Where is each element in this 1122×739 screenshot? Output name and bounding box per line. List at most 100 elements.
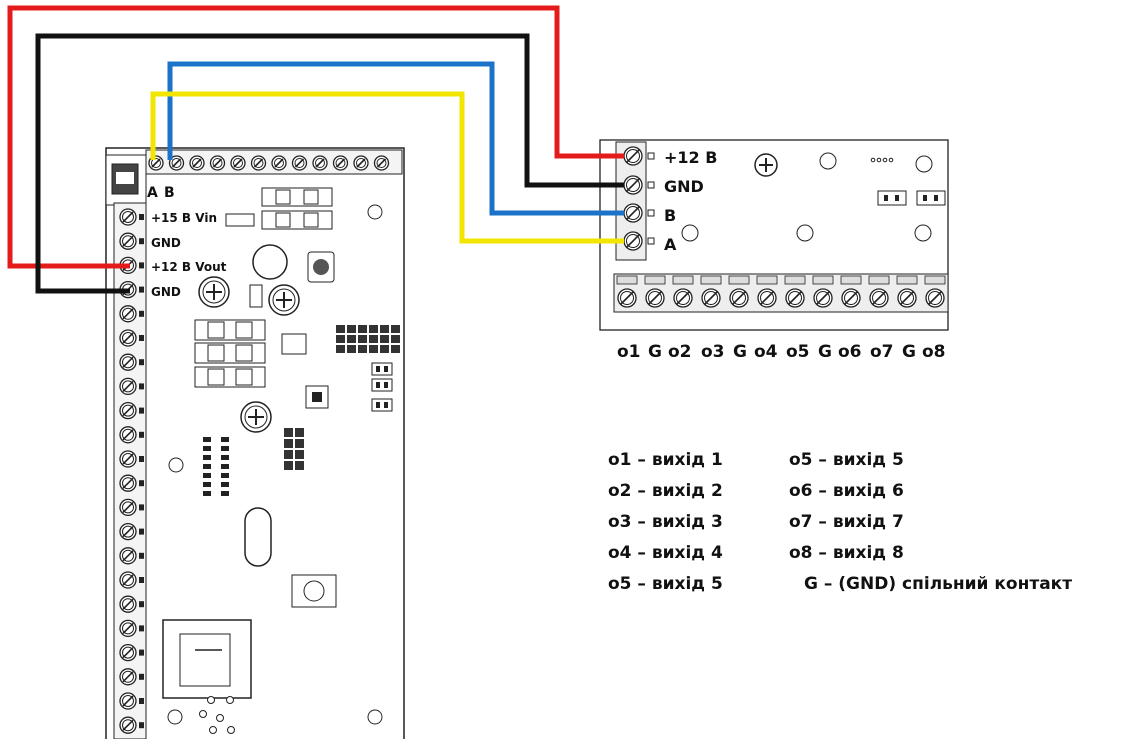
mounting-hole [367, 204, 383, 220]
jumper [371, 398, 393, 412]
top-terminal-screw [230, 155, 246, 171]
smd-component [203, 455, 211, 460]
header-pin [284, 461, 293, 470]
left-terminal-screw [119, 692, 137, 710]
left-terminal-screw [119, 426, 137, 444]
top-terminal-screw [353, 155, 369, 171]
output-label-g1: G [648, 342, 662, 362]
header-pin [369, 325, 378, 333]
output-terminal-screw [757, 288, 777, 308]
left-terminal-screw [119, 474, 137, 492]
fuse-body [207, 344, 225, 362]
jumper-pin [376, 382, 380, 388]
output-label-o4: o4 [754, 342, 778, 362]
header-pin [336, 335, 345, 343]
jumper [371, 378, 393, 392]
header-pin [295, 439, 304, 448]
fuse-holder [194, 366, 266, 388]
header-pin [391, 335, 400, 343]
mounting-hole [367, 709, 383, 725]
jumper-pin [384, 382, 388, 388]
terminal-pin-marker [139, 383, 144, 390]
left-terminal-screw [119, 668, 137, 686]
header-pin [347, 335, 356, 343]
header-pin [347, 345, 356, 353]
legend-right-2: o7 – вихід 7 [789, 512, 904, 532]
main-board [105, 147, 405, 739]
smd-component [203, 491, 211, 496]
fuse-body [235, 368, 253, 386]
terminal-pin-marker [139, 456, 144, 462]
terminal-pin-marker [139, 552, 144, 559]
output-terminal-top [840, 275, 862, 285]
module-input-screw [623, 146, 643, 166]
header-pin [295, 450, 304, 459]
via-hole [209, 726, 217, 734]
jumper-pin [934, 195, 938, 201]
smd-component [203, 446, 211, 451]
output-label-o2: o2 [668, 342, 692, 362]
jumper-pin [384, 402, 388, 408]
smd-component [203, 437, 211, 442]
top-terminal-screw [189, 155, 205, 171]
fuse-body [303, 189, 319, 205]
header-pin [295, 461, 304, 470]
terminal-pin-marker [139, 310, 144, 317]
terminal-pin-marker [647, 237, 655, 245]
left-terminal-screw [119, 329, 137, 347]
output-terminal-top [728, 275, 750, 285]
module-jumper [916, 190, 946, 206]
left-terminal-screw [119, 619, 137, 638]
module-hole [796, 224, 814, 242]
smd-component [221, 491, 229, 496]
terminal-pin-marker [139, 335, 144, 341]
fuse-body [235, 321, 253, 339]
terminal-pin-marker [139, 480, 144, 487]
smd-component [221, 473, 229, 478]
header-pin [358, 335, 367, 343]
left-terminal-screw [119, 353, 137, 371]
terminal-pin-marker [139, 673, 144, 680]
wire-black [35, 33, 624, 294]
header-pin [284, 428, 293, 437]
via-hole [207, 696, 215, 704]
terminal-pin-marker [139, 528, 144, 535]
output-terminal-top [784, 275, 806, 285]
smd-component [221, 437, 229, 442]
fuse-holder [194, 319, 266, 341]
output-terminal-screw [925, 288, 945, 308]
terminal-pin-marker [139, 359, 144, 366]
terminal-pin-marker [139, 238, 144, 245]
smd-component [203, 473, 211, 478]
output-terminal-screw [841, 288, 861, 308]
left-terminal-screw [119, 232, 137, 250]
header-pin [284, 439, 293, 448]
terminal-pin-marker [647, 181, 655, 189]
terminal-pin-marker [139, 722, 144, 729]
terminal-pin-marker [139, 625, 144, 632]
module-hole [681, 224, 699, 242]
terminal-pin-marker [139, 601, 144, 608]
module-dot [870, 157, 876, 163]
sim-card-slot [179, 633, 231, 687]
left-terminal-screw [119, 716, 137, 734]
top-terminal-screw [373, 155, 390, 171]
terminal-pin-marker [647, 152, 655, 160]
fuse-body [207, 321, 225, 339]
output-terminal-top [644, 275, 666, 285]
board-outline [105, 147, 405, 739]
output-label-g2: G [733, 342, 747, 362]
terminal-pin-marker [139, 431, 144, 438]
wires [7, 5, 624, 294]
left-terminal-screw [119, 305, 137, 323]
board-pin-label-gnd2: GND [151, 285, 181, 299]
legend-right-3: o8 – вихід 8 [789, 543, 904, 563]
module-input-label-gnd: GND [664, 177, 704, 196]
terminal-pin-marker [139, 698, 144, 704]
output-terminal-top [812, 275, 834, 285]
output-terminal-screw [701, 288, 721, 308]
jumper-pin [923, 195, 927, 201]
fuse-body [235, 344, 253, 362]
left-terminal-screw [119, 208, 137, 226]
output-terminal-screw [729, 288, 749, 308]
